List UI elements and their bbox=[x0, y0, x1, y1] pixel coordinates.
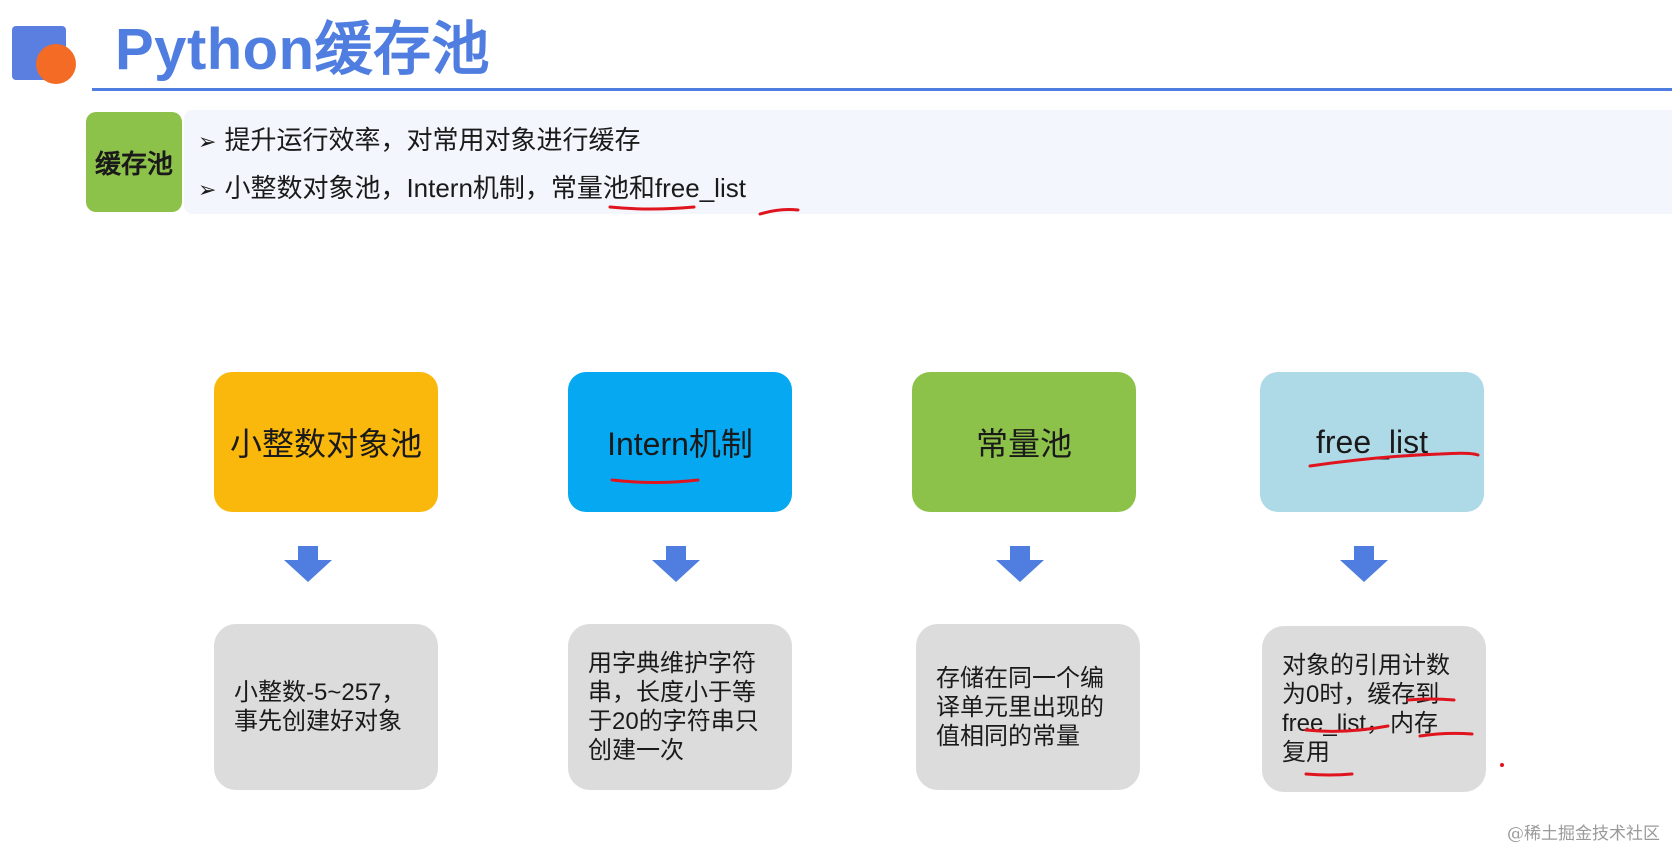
box-small-int-pool: 小整数对象池 bbox=[214, 372, 438, 512]
bullet-arrow-icon: ➢ bbox=[198, 177, 217, 202]
down-arrow-icon bbox=[1340, 546, 1388, 582]
desc-free-list: 对象的引用计数 为0时，缓存到 free_list，内存 复用 bbox=[1262, 626, 1486, 792]
box-constant-pool-label: 常量池 bbox=[975, 426, 1072, 462]
desc-free-list-text: 对象的引用计数 为0时，缓存到 free_list，内存 复用 bbox=[1282, 652, 1450, 766]
slide-title: Python缓存池 bbox=[115, 17, 491, 82]
bullet-1-text: 提升运行效率，对常用对象进行缓存 bbox=[224, 125, 641, 155]
desc-constant-pool: 存储在同一个编 译单元里出现的 值相同的常量 bbox=[916, 624, 1140, 790]
bullet-1: ➢ 提升运行效率，对常用对象进行缓存 bbox=[198, 118, 640, 162]
desc-intern: 用字典维护字符 串，长度小于等 于20的字符串只 创建一次 bbox=[568, 624, 792, 790]
watermark: @稀土掘金技术社区 bbox=[1507, 824, 1660, 844]
bullet-panel bbox=[184, 110, 1672, 214]
down-arrow-icon bbox=[284, 546, 332, 582]
box-free-list-label: free_list bbox=[1315, 423, 1429, 460]
logo-circle bbox=[36, 44, 76, 84]
box-free-list: free_list bbox=[1260, 372, 1484, 512]
desc-constant-pool-text: 存储在同一个编 译单元里出现的 值相同的常量 bbox=[936, 664, 1104, 750]
down-arrow-icon bbox=[652, 546, 700, 582]
desc-small-int-pool-text: 小整数-5~257， 事先创建好对象 bbox=[234, 679, 406, 735]
tag-cache-pool: 缓存池 bbox=[86, 112, 182, 212]
title-underline bbox=[92, 88, 1672, 91]
box-intern-label: Intern机制 bbox=[607, 426, 753, 462]
box-constant-pool: 常量池 bbox=[912, 372, 1136, 512]
bullet-arrow-icon: ➢ bbox=[198, 129, 217, 154]
desc-small-int-pool: 小整数-5~257， 事先创建好对象 bbox=[214, 624, 438, 790]
bullet-2: ➢ 小整数对象池，Intern机制，常量池和free_list bbox=[198, 166, 746, 210]
down-arrow-icon bbox=[996, 546, 1044, 582]
box-small-int-pool-label: 小整数对象池 bbox=[229, 426, 422, 462]
desc-intern-text: 用字典维护字符 串，长度小于等 于20的字符串只 创建一次 bbox=[588, 650, 759, 764]
box-intern: Intern机制 bbox=[568, 372, 792, 512]
red-dot bbox=[1500, 763, 1504, 767]
bullet-2-text: 小整数对象池，Intern机制，常量池和free_list bbox=[224, 173, 746, 203]
